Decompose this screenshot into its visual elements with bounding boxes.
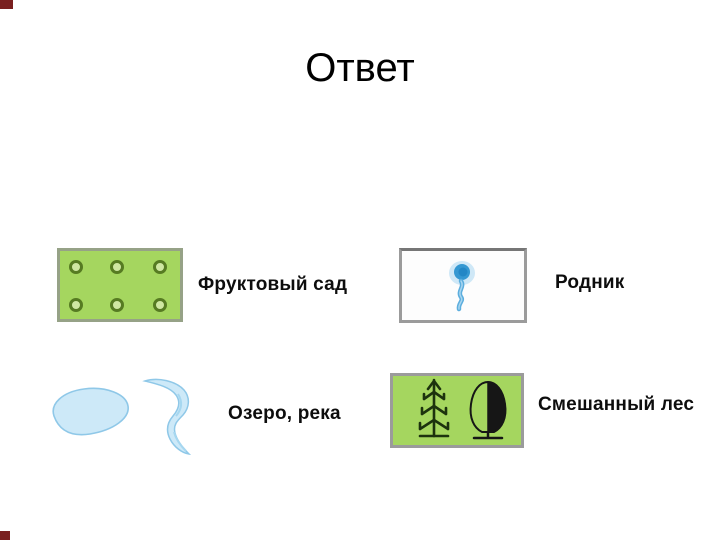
lake-river-label: Озеро, река (228, 403, 341, 424)
orchard-circle (69, 260, 83, 274)
spring-label: Родник (555, 272, 625, 293)
slide-title: Ответ (305, 46, 415, 90)
lake-shape (52, 387, 129, 436)
river-shape (142, 378, 192, 456)
orchard-label: Фруктовый сад (198, 274, 348, 295)
mixed-forest-symbol (390, 373, 524, 448)
lake-icon (52, 387, 129, 436)
orchard-circle (69, 298, 83, 312)
deciduous-tree-icon (469, 380, 507, 440)
spring-tail-highlight (458, 280, 463, 310)
slide-corner-decoration (0, 531, 10, 540)
spring-symbol (399, 248, 527, 323)
conifer-tree-icon (418, 378, 450, 438)
orchard-symbol (57, 248, 183, 322)
mixed-forest-label: Смешанный лес (538, 394, 695, 415)
orchard-circle (153, 298, 167, 312)
mixed-forest-icon (418, 378, 507, 440)
orchard-circle (110, 298, 124, 312)
river-streak (173, 431, 187, 452)
spring-icon (449, 261, 475, 312)
river-streak (175, 393, 183, 417)
orchard-circle (110, 260, 124, 274)
orchard-circle (153, 260, 167, 274)
river-icon (142, 378, 192, 456)
spring-dot-core (458, 267, 468, 277)
slide-corner-decoration (0, 0, 13, 9)
